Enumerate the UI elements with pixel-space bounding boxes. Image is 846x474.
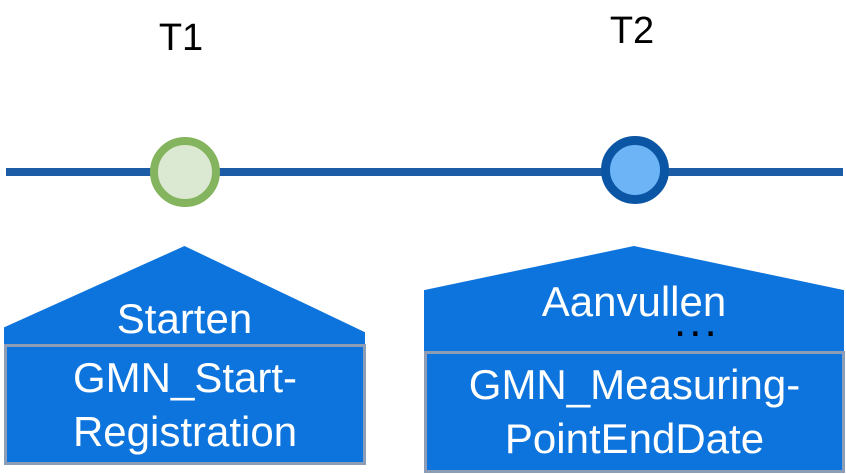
callout-arrow-t1: Starten bbox=[4, 246, 365, 344]
event-marker-t2 bbox=[601, 136, 669, 204]
message-box-t2: GMN_Measuring- PointEndDate bbox=[424, 351, 845, 473]
time-label-t1: T1 bbox=[158, 17, 204, 59]
time-label-t2: T2 bbox=[609, 10, 655, 52]
action-label-aanvullen: Aanvullen bbox=[541, 277, 727, 325]
event-marker-t1 bbox=[150, 137, 220, 207]
timeline-line bbox=[6, 168, 843, 176]
ellipsis-text: ... bbox=[674, 297, 720, 346]
action-label-starten: Starten bbox=[116, 294, 253, 342]
message-line-1: GMN_Start- bbox=[72, 353, 298, 401]
message-line-1: GMN_Measuring- bbox=[468, 361, 801, 408]
message-box-t1: GMN_Start- Registration bbox=[4, 344, 366, 465]
message-line-2: Registration bbox=[72, 407, 298, 455]
callout-arrow-t2: Aanvullen bbox=[424, 246, 844, 351]
message-line-2: PointEndDate bbox=[504, 415, 765, 462]
